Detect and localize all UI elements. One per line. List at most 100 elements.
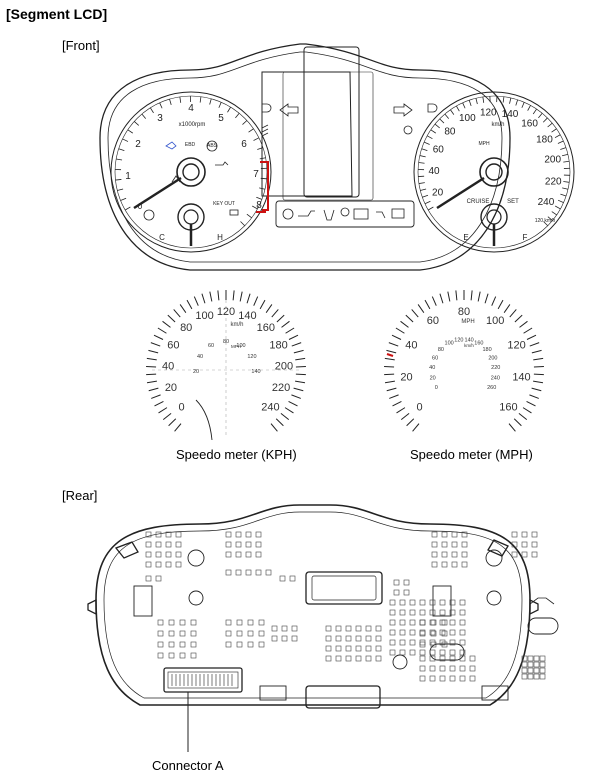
rear-grid-square (409, 629, 416, 636)
kph-tick (291, 342, 302, 347)
rear-grid-square (145, 561, 152, 568)
front-speedo-tick (444, 113, 450, 119)
rear-grid-square (258, 630, 265, 637)
front-speedo-tick (462, 102, 466, 109)
front-speedo-tick (543, 221, 549, 227)
mph-inner-number: 80 (438, 347, 444, 353)
rear-grid-square (235, 531, 242, 538)
rear-grid-square (459, 655, 466, 662)
rear-grid-square (157, 619, 164, 626)
tacho-tick (260, 177, 267, 180)
kph-inner-number: 140 (251, 369, 260, 375)
mph-tick (395, 327, 405, 334)
tacho-tick (116, 158, 123, 161)
rear-grid-square (335, 635, 342, 642)
front-speedo-tick (456, 105, 460, 112)
rear-grid-square (459, 665, 466, 672)
mph-inner-number: 0 (435, 385, 438, 391)
rear-grid-square (155, 551, 162, 558)
kph-tick (276, 314, 285, 323)
mph-tick (470, 290, 473, 301)
kph-tick (288, 334, 299, 340)
front-speedo-tick (502, 96, 505, 103)
rear-grid-square (375, 625, 382, 632)
mph-tick (514, 314, 523, 323)
rear-grid-square (291, 625, 298, 632)
rear-grid-square (168, 619, 175, 626)
kph-number: 200 (275, 361, 293, 373)
front-speedo-tick (560, 193, 567, 197)
kph-tick (154, 400, 164, 407)
rear-grid-square (521, 655, 528, 662)
tacho-num-5: 5 (218, 113, 224, 124)
rear-grid-square (459, 609, 466, 616)
mph-tick (484, 293, 489, 304)
rear-grid-square (403, 579, 410, 586)
rear-grid-square (419, 639, 426, 646)
mph-tick (513, 418, 522, 427)
rear-grid-square (190, 619, 197, 626)
front-speedo-tick (554, 205, 561, 210)
tacho-tick (259, 157, 266, 160)
front-speedo-tick (563, 160, 570, 163)
kph-number: 160 (257, 322, 275, 334)
rear-grid-square (461, 561, 468, 568)
rear-grid-square (325, 655, 332, 662)
mph-tick (455, 290, 458, 301)
rear-grid-square (235, 551, 242, 558)
tacho-tick (227, 106, 231, 113)
tacho-tick (248, 128, 254, 133)
kph-tick (162, 320, 171, 328)
front-speedo-ticks (418, 96, 570, 227)
rear-grid-square (419, 599, 426, 606)
rear-grid-square (179, 630, 186, 637)
rear-grid-square (245, 551, 252, 558)
fuel-full: F (523, 233, 528, 242)
mph-unit-mph: MPH (461, 319, 474, 325)
tachometer-dial (110, 91, 272, 253)
rear-grid-square (419, 641, 426, 648)
rear-grid-square (461, 541, 468, 548)
kph-tick (246, 293, 251, 304)
rear-grid-square (459, 675, 466, 682)
rear-grid-square (168, 641, 175, 648)
rear-grid-square (439, 665, 446, 672)
tacho-tick (115, 179, 122, 181)
rear-grid-square (168, 652, 175, 659)
kph-tick (270, 423, 278, 432)
rear-grid-square (291, 635, 298, 642)
rear-grid-square (429, 665, 436, 672)
kph-tick (153, 334, 164, 340)
rear-grid-square (157, 630, 164, 637)
mph-tick (519, 320, 528, 328)
rear-grid-square (461, 551, 468, 558)
mph-inner-number: 260 (487, 385, 496, 391)
front-speedo-tick (424, 200, 431, 205)
tachometer-ticks (115, 95, 267, 227)
mph-tick (491, 296, 497, 306)
mph-tick (533, 380, 544, 384)
tacho-tick (122, 138, 129, 142)
rear-grid-square (236, 641, 243, 648)
kph-number: 220 (272, 382, 290, 394)
kph-inner-number: 40 (197, 354, 203, 360)
mph-tick (386, 349, 397, 354)
rear-grid-square (281, 635, 288, 642)
front-speedo-tick (421, 148, 428, 151)
tacho-tick (120, 197, 127, 201)
mph-tick (384, 357, 395, 361)
rear-grid-square (365, 625, 372, 632)
rear-grid-square (335, 625, 342, 632)
rear-grid-square (539, 655, 546, 662)
mph-tick (411, 309, 419, 318)
mph-inner-number: 160 (474, 341, 483, 347)
mph-tick (447, 291, 451, 302)
rear-grid-square (511, 541, 518, 548)
rear-grid-square (409, 639, 416, 646)
right-turn-icon (393, 103, 413, 117)
rear-grid-square (531, 541, 538, 548)
mph-number: 140 (512, 372, 530, 384)
kph-tick (293, 349, 304, 354)
